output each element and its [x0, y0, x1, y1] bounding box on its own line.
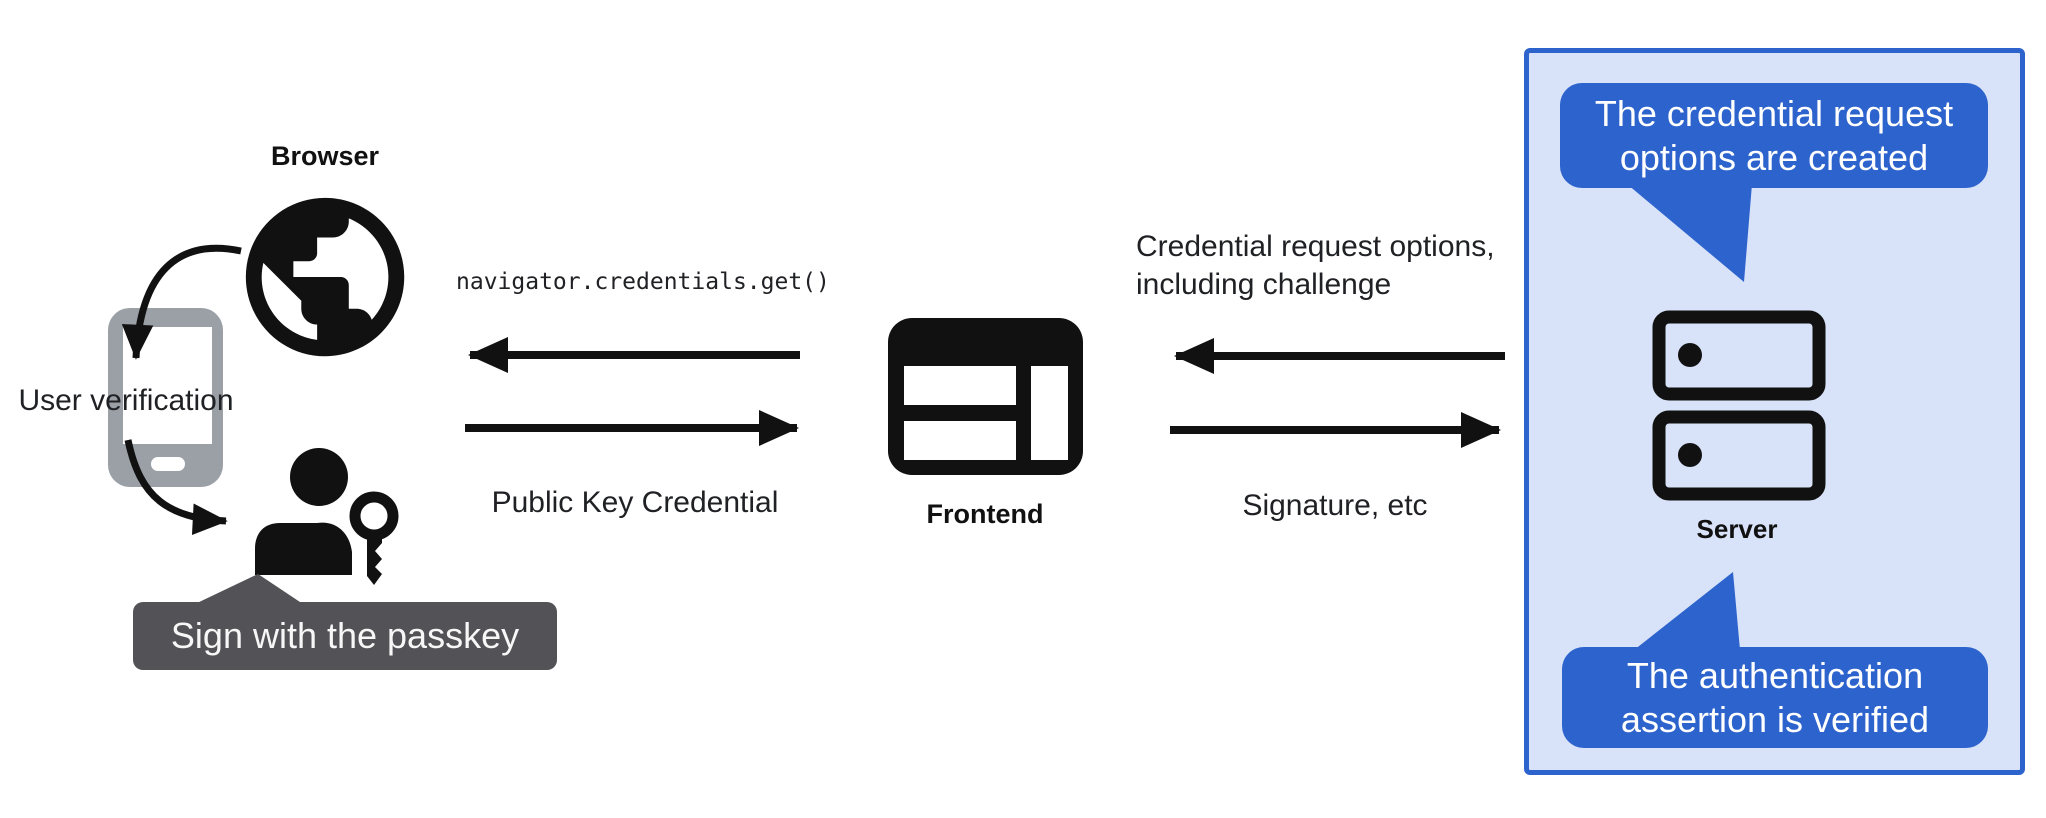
- globe-icon: [245, 197, 405, 357]
- bubble-assertion-verified: The authentication assertion is verified: [1562, 647, 1988, 748]
- api-call-text: navigator.credentials.get(): [456, 269, 830, 295]
- bubble-bottom-line1: The authentication: [1626, 654, 1924, 696]
- arrow-phone-to-user: [124, 439, 228, 536]
- credential-request-label: Credential request options, including ch…: [1136, 228, 1546, 304]
- server-label: Server: [1696, 514, 1778, 544]
- bubble-top-line1: The credential request: [1594, 92, 1954, 134]
- credential-request-line1: Credential request options,: [1136, 230, 1495, 263]
- signature-label: Signature, etc: [1242, 489, 1428, 522]
- passkey-tooltip: Sign with the passkey: [133, 602, 557, 670]
- passkey-tooltip-text: Sign with the passkey: [170, 615, 520, 656]
- bubble-bottom-line2: assertion is verified: [1620, 698, 1930, 740]
- public-key-credential-label: Public Key Credential: [491, 486, 779, 519]
- user-verification-label: User verification: [18, 384, 234, 417]
- browser-label: Browser: [270, 141, 380, 171]
- browser-window-icon: [888, 318, 1083, 475]
- arrow-browser-to-phone: [121, 244, 242, 360]
- frontend-label: Frontend: [926, 499, 1044, 529]
- bubble-top-line2: options are created: [1619, 136, 1929, 178]
- person-with-passkey-icon: [255, 448, 404, 590]
- credential-request-line2: including challenge: [1136, 268, 1392, 301]
- bubble-credential-request-created: The credential request options are creat…: [1560, 83, 1988, 188]
- tooltip-pointer: [195, 574, 303, 604]
- key-icon: [344, 486, 404, 590]
